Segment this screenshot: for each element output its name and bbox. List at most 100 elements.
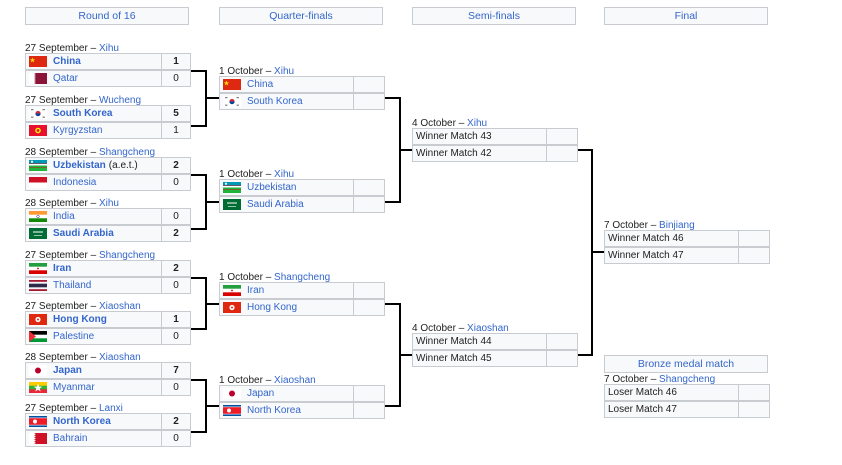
match-venue-link[interactable]: Shangcheng	[274, 272, 331, 283]
score-cell	[738, 385, 769, 400]
team-name-cell[interactable]: Thailand	[26, 278, 161, 293]
match-venue-link[interactable]: Xihu	[274, 66, 295, 77]
match-venue-link[interactable]: Binjiang	[659, 220, 695, 231]
match-venue-link[interactable]: Xihu	[98, 43, 119, 54]
match-venue-link[interactable]: Xiaoshan	[98, 352, 141, 363]
bracket-connector-line	[191, 228, 205, 230]
team-name[interactable]: Saudi Arabia	[247, 199, 304, 210]
match-venue-link[interactable]: Xiaoshan	[274, 375, 316, 386]
team-name[interactable]: China	[247, 79, 274, 90]
team-name-cell[interactable]: China	[26, 54, 161, 69]
match-date: 7 October	[604, 374, 648, 385]
team-name[interactable]: Qatar	[53, 73, 79, 84]
team-name[interactable]: South Korea	[53, 108, 113, 119]
team-name-cell[interactable]: India	[26, 209, 161, 224]
header-semi-finals[interactable]: Semi-finals	[412, 7, 576, 25]
team-name-cell[interactable]: Iran	[220, 283, 353, 298]
match-venue-link[interactable]: Xihu	[98, 198, 119, 209]
score-cell: 0	[161, 175, 190, 190]
match-venue-link[interactable]: Xihu	[467, 118, 488, 129]
match-date: 4 October	[412, 118, 456, 129]
team-name-cell[interactable]: China	[220, 77, 353, 92]
team-name[interactable]: Japan	[247, 388, 275, 399]
bracket-connector-line	[385, 97, 399, 99]
team-name-cell[interactable]: Japan	[220, 386, 353, 401]
team-name[interactable]: Kyrgyzstan	[53, 125, 103, 136]
team-name-cell[interactable]: Saudi Arabia	[220, 197, 353, 212]
team-name[interactable]: Saudi Arabia	[53, 228, 114, 239]
match-venue-link[interactable]: Shangcheng	[98, 250, 156, 261]
team-name: Winner Match 46	[608, 233, 684, 244]
header-round-of-16[interactable]: Round of 16	[25, 7, 189, 25]
team-name[interactable]: China	[53, 56, 81, 67]
match-venue-link[interactable]: Xihu	[274, 169, 295, 180]
team-name-cell[interactable]: Hong Kong	[26, 312, 161, 327]
team-name[interactable]: Uzbekistan	[247, 182, 297, 193]
team-name-cell[interactable]: South Korea	[220, 94, 353, 109]
match-venue-link[interactable]: Wucheng	[98, 95, 142, 106]
hong-kong-flag-icon	[223, 302, 241, 313]
team-name[interactable]: Japan	[53, 365, 82, 376]
team-name: Loser Match 46	[608, 387, 677, 398]
score-cell: 0	[161, 380, 190, 395]
team-name-cell[interactable]: Qatar	[26, 71, 161, 86]
team-name-cell[interactable]: Palestine	[26, 329, 161, 344]
bracket-connector-line	[591, 251, 604, 253]
match-date-venue: 1 October – Xihu	[219, 168, 294, 182]
team-name-cell[interactable]: Saudi Arabia	[26, 226, 161, 241]
match-date-venue: 28 September – Xihu	[25, 197, 119, 211]
header-bronze-medal-match[interactable]: Bronze medal match	[604, 355, 768, 373]
team-name[interactable]: Hong Kong	[247, 302, 298, 313]
team-name[interactable]: India	[53, 211, 75, 222]
match-date: 1 October	[219, 272, 263, 283]
team-name-cell[interactable]: Indonesia	[26, 175, 161, 190]
match-venue-link[interactable]: Shangcheng	[659, 374, 716, 385]
team-name[interactable]: Indonesia	[53, 177, 97, 188]
china-flag-icon	[223, 79, 241, 90]
team-name[interactable]: Thailand	[53, 280, 92, 291]
match-date: 27 September	[25, 95, 88, 106]
team-name[interactable]: Bahrain	[53, 433, 88, 444]
score-cell: 2	[161, 261, 190, 276]
team-name[interactable]: Uzbekistan	[53, 160, 106, 171]
team-name[interactable]: North Korea	[53, 416, 111, 427]
team-row: North Korea	[219, 402, 385, 419]
score-cell: 1	[161, 123, 190, 138]
hong-kong-flag-icon	[29, 314, 47, 325]
team-name[interactable]: South Korea	[247, 96, 303, 107]
team-name-cell[interactable]: Myanmar	[26, 380, 161, 395]
score-cell: 0	[161, 329, 190, 344]
team-name-cell: Loser Match 46	[605, 385, 738, 400]
team-name-cell[interactable]: Iran	[26, 261, 161, 276]
date-separator: –	[455, 323, 468, 334]
match-venue-link[interactable]: Lanxi	[98, 403, 123, 414]
team-name-cell[interactable]: Uzbekistan(a.e.t.)	[26, 158, 161, 173]
team-name[interactable]: North Korea	[247, 405, 301, 416]
north-korea-flag-icon	[223, 405, 241, 416]
match-date-venue: 27 September – Xiaoshan	[25, 300, 141, 314]
team-name-cell[interactable]: North Korea	[220, 403, 353, 418]
team-row: Winner Match 43	[412, 128, 578, 145]
header-quarter-finals[interactable]: Quarter-finals	[219, 7, 383, 25]
indonesia-flag-icon	[29, 177, 47, 188]
bracket-connector-line	[398, 354, 412, 356]
match-venue-link[interactable]: Shangcheng	[98, 147, 156, 158]
score-cell: 0	[161, 431, 190, 446]
uzbekistan-flag-icon	[29, 160, 47, 171]
team-name-cell[interactable]: Bahrain	[26, 431, 161, 446]
team-name-cell[interactable]: South Korea	[26, 106, 161, 121]
match-venue-link[interactable]: Xiaoshan	[467, 323, 509, 334]
header-final[interactable]: Final	[604, 7, 768, 25]
team-name[interactable]: Iran	[247, 285, 265, 296]
team-name[interactable]: Myanmar	[53, 382, 95, 393]
team-name-cell[interactable]: North Korea	[26, 414, 161, 429]
team-name-cell[interactable]: Japan	[26, 363, 161, 378]
match-venue-link[interactable]: Xiaoshan	[98, 301, 141, 312]
team-name[interactable]: Hong Kong	[53, 314, 107, 325]
team-name[interactable]: Iran	[53, 263, 72, 274]
team-name-cell[interactable]: Hong Kong	[220, 300, 353, 315]
team-name-cell[interactable]: Kyrgyzstan	[26, 123, 161, 138]
team-row: Myanmar 0	[25, 379, 191, 396]
team-name-cell[interactable]: Uzbekistan	[220, 180, 353, 195]
team-name[interactable]: Palestine	[53, 331, 95, 342]
